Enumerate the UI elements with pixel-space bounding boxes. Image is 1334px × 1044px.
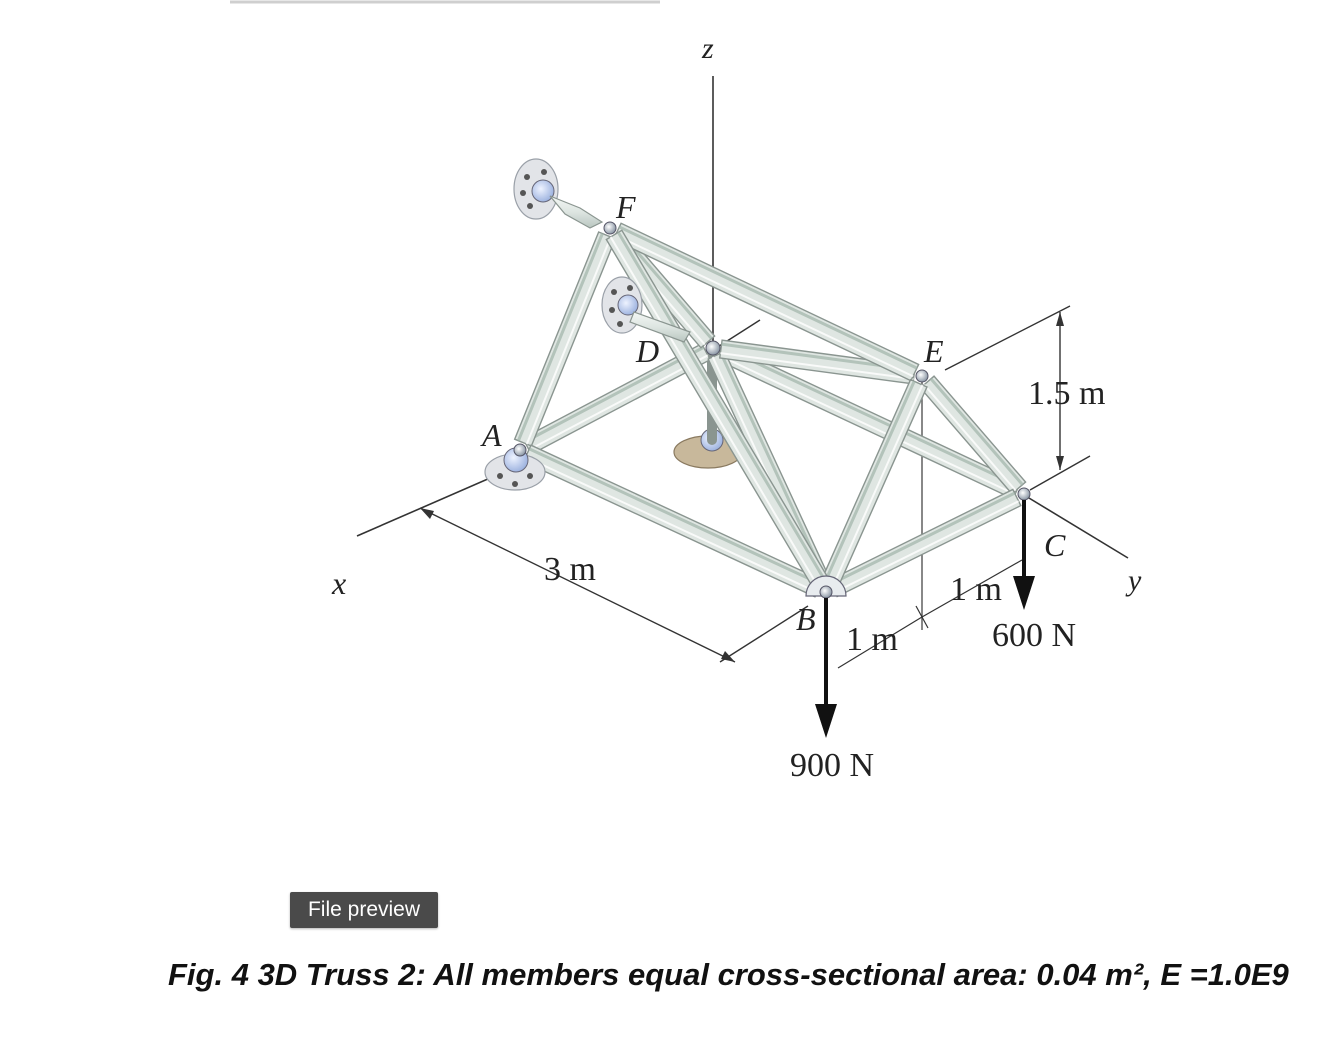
load-arrow-c-head — [1013, 576, 1035, 610]
member-fe-shade — [618, 225, 918, 370]
load-label-900: 900 N — [790, 747, 874, 784]
dim-arrow-bottom — [1056, 456, 1064, 470]
member-fe — [612, 222, 920, 382]
member-af-shade — [517, 232, 604, 442]
dim-3m-line — [419, 507, 736, 663]
member-fb-shade — [617, 231, 828, 584]
pin-support-icon — [601, 276, 691, 343]
joint-label-c: C — [1044, 527, 1066, 563]
dim-arrow-top — [1056, 312, 1064, 326]
member-db-shade — [719, 352, 829, 584]
member-ec-shade — [929, 377, 1024, 486]
joint-a — [513, 443, 527, 457]
member-ab-highlight — [525, 456, 818, 594]
member-ec-highlight — [923, 384, 1017, 492]
member-fe-highlight — [615, 234, 914, 378]
dim-label-1m-b: 1 m — [846, 621, 898, 658]
member-bc-highlight — [834, 500, 1020, 593]
ball-socket-support-icon — [513, 158, 604, 229]
dim-3m-ext — [719, 605, 809, 663]
dim-label-1-5m: 1.5 m — [1028, 375, 1105, 412]
joint-label-e: E — [923, 333, 944, 369]
joint-label-d: D — [635, 333, 659, 369]
tick-mid — [915, 605, 929, 629]
y-axis — [1023, 494, 1129, 559]
member-ab-shade — [528, 447, 822, 586]
member-ad-shade — [524, 346, 705, 444]
joint-label-f: F — [615, 189, 636, 225]
member-af-highlight — [525, 236, 612, 445]
joint-label-a: A — [480, 417, 502, 453]
leader-c — [1029, 455, 1091, 491]
member-ad-highlight — [528, 354, 709, 451]
load-arrow-b-head — [815, 704, 837, 738]
member-dc-highlight — [718, 354, 1016, 496]
leader-e — [944, 305, 1071, 371]
dim-1m-b — [837, 616, 923, 669]
joint-e — [915, 369, 929, 383]
member-ec — [919, 375, 1027, 495]
member-bc-shade — [830, 491, 1016, 586]
joint-c — [1017, 487, 1031, 501]
dim-label-3m: 3 m — [544, 551, 596, 588]
member-dc-shade — [721, 345, 1020, 488]
file-preview-button[interactable]: File preview — [290, 892, 438, 928]
axis-label-y: y — [1125, 564, 1142, 597]
joint-f — [603, 221, 617, 235]
figure-caption: Fig. 4 3D Truss 2: All members equal cro… — [168, 957, 1289, 992]
axis-label-z: z — [701, 32, 714, 65]
joint-d — [705, 340, 721, 356]
truss-members — [513, 222, 1027, 598]
member-fb-highlight — [609, 236, 820, 588]
dim-1m-c — [921, 559, 1023, 618]
axis-label-x: x — [331, 565, 346, 601]
member-be-shade — [823, 380, 916, 584]
load-label-600: 600 N — [992, 617, 1076, 654]
member-de-highlight — [720, 352, 914, 380]
dim-label-1m-c: 1 m — [950, 571, 1002, 608]
dim-arrow-3m-a — [420, 508, 434, 519]
joint-label-b: B — [796, 601, 816, 637]
member-be-highlight — [832, 384, 924, 587]
